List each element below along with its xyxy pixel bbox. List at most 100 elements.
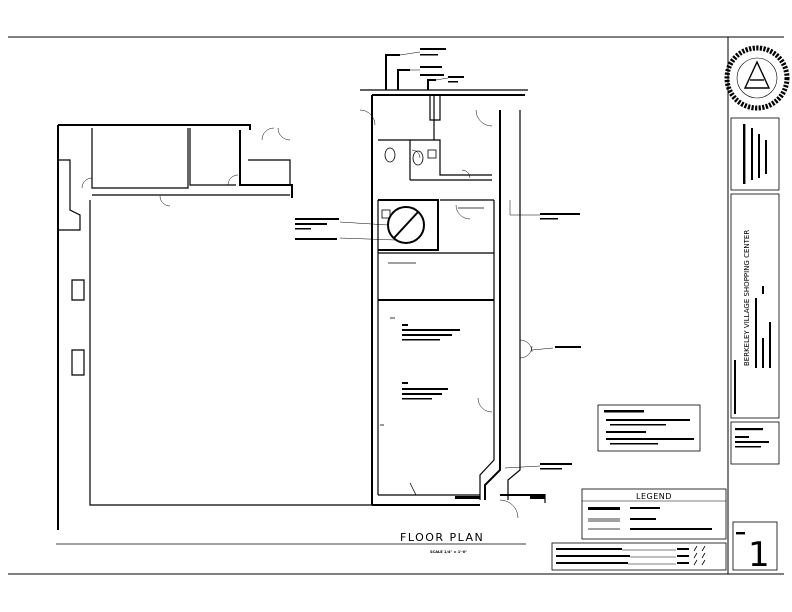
door-arc-c6 [411,149,421,159]
north-east-block [239,130,293,198]
plan-title-block: FLOOR PLAN SCALE 1/4" = 1'-0" [56,531,526,554]
contractor-info-marks [743,124,767,184]
entry-threshold [455,496,480,499]
note-mark [402,393,442,395]
toilet-2 [412,150,424,166]
approval-line [556,555,630,557]
note-mark [295,238,337,240]
job-number-box [730,421,780,465]
note-mark [402,382,408,384]
leader-mech [339,221,389,226]
legend-text-mark [630,507,660,509]
approvals-box [551,542,727,571]
toilet-1 [384,147,396,163]
scale-note: SCALE 1/4" = 1'-0" [430,550,467,554]
west-inner-wall [89,200,372,506]
entry-threshold-2 [530,496,545,499]
door-arc-4 [261,127,275,141]
door-arc-5 [277,127,291,141]
leader-note-1 [399,51,421,56]
notes-mark [610,424,666,426]
plan-title: FLOOR PLAN [400,531,484,544]
note-mark [540,468,562,470]
contractor-box [730,117,780,191]
sink-1 [381,209,391,219]
water-heater-slash [393,211,419,239]
note-mark [540,218,558,220]
north-rooms [91,128,189,189]
seal-emblem [743,60,771,89]
note-mark [402,388,448,390]
leader-entry [504,465,541,469]
approval-date [677,562,689,564]
note-mark [555,346,581,348]
notes-mark [606,431,646,433]
note-mark [420,48,446,50]
notes-mark [606,438,694,440]
seal-outer [724,45,790,111]
note-mark [448,76,464,78]
legend-symbol-existing [588,507,620,510]
project-name: BERKELEY VILLAGE SHOPPING CENTER [743,230,751,366]
small-closet [248,159,291,185]
north-wall-west [58,124,251,130]
center-east-wall [484,110,501,500]
project-box [730,193,780,419]
door-arc-c5 [499,499,519,519]
note-mark [402,324,408,326]
dim-line-4 [409,482,417,496]
seal-inner [736,57,778,99]
north-room-2 [189,128,236,186]
door-arc-1 [159,195,171,207]
note-mark [402,334,452,336]
approvals-frame [551,542,727,571]
note-mark [295,223,327,225]
project-mark [762,338,764,368]
note-mark [448,81,458,83]
east-storefront [507,110,521,500]
project-mark [769,322,771,368]
date-slashes [693,545,706,566]
note-mark [540,463,572,465]
north-east-notch [429,95,441,121]
door-arc-3 [227,174,239,186]
mech-room [378,199,439,251]
project-mark [755,298,757,368]
approval-line [556,562,628,564]
note-mark [295,218,339,220]
note-mark [402,329,460,331]
title-block: BERKELEY VILLAGE SHOPPING CENTER 1 [724,37,790,575]
building-plan [57,51,554,530]
job-mark [735,428,763,431]
approval-line [556,548,622,550]
plumbing-riser [385,54,436,90]
note-mark [420,54,438,56]
job-mark [735,441,769,443]
approval-date [677,548,689,550]
contractor-mark [765,140,767,174]
company-seal-logo [724,45,790,111]
notes-mark [610,443,658,445]
project-info-marks [734,286,771,414]
leader-note-3 [435,77,449,81]
sheet-number: 1 [748,535,770,575]
general-notes-box [597,404,701,452]
west-window-2 [71,349,85,376]
note-mark [402,339,440,341]
restroom-wall [378,139,492,176]
approval-date [677,555,689,557]
door-arc-c7 [461,169,471,179]
legend-box: LEGEND [581,488,727,540]
door-arc-c2 [475,109,493,127]
storefront-door [519,339,533,353]
sheet-number-box [732,521,778,571]
door-arc-c1 [359,109,376,126]
door-arc-c3 [455,204,471,220]
door-arc-2 [81,177,93,189]
note-mark [295,228,311,230]
notes-frame [597,404,701,452]
center-east-inner [479,200,495,500]
note-mark [402,398,432,400]
annotation-marks [295,48,581,470]
